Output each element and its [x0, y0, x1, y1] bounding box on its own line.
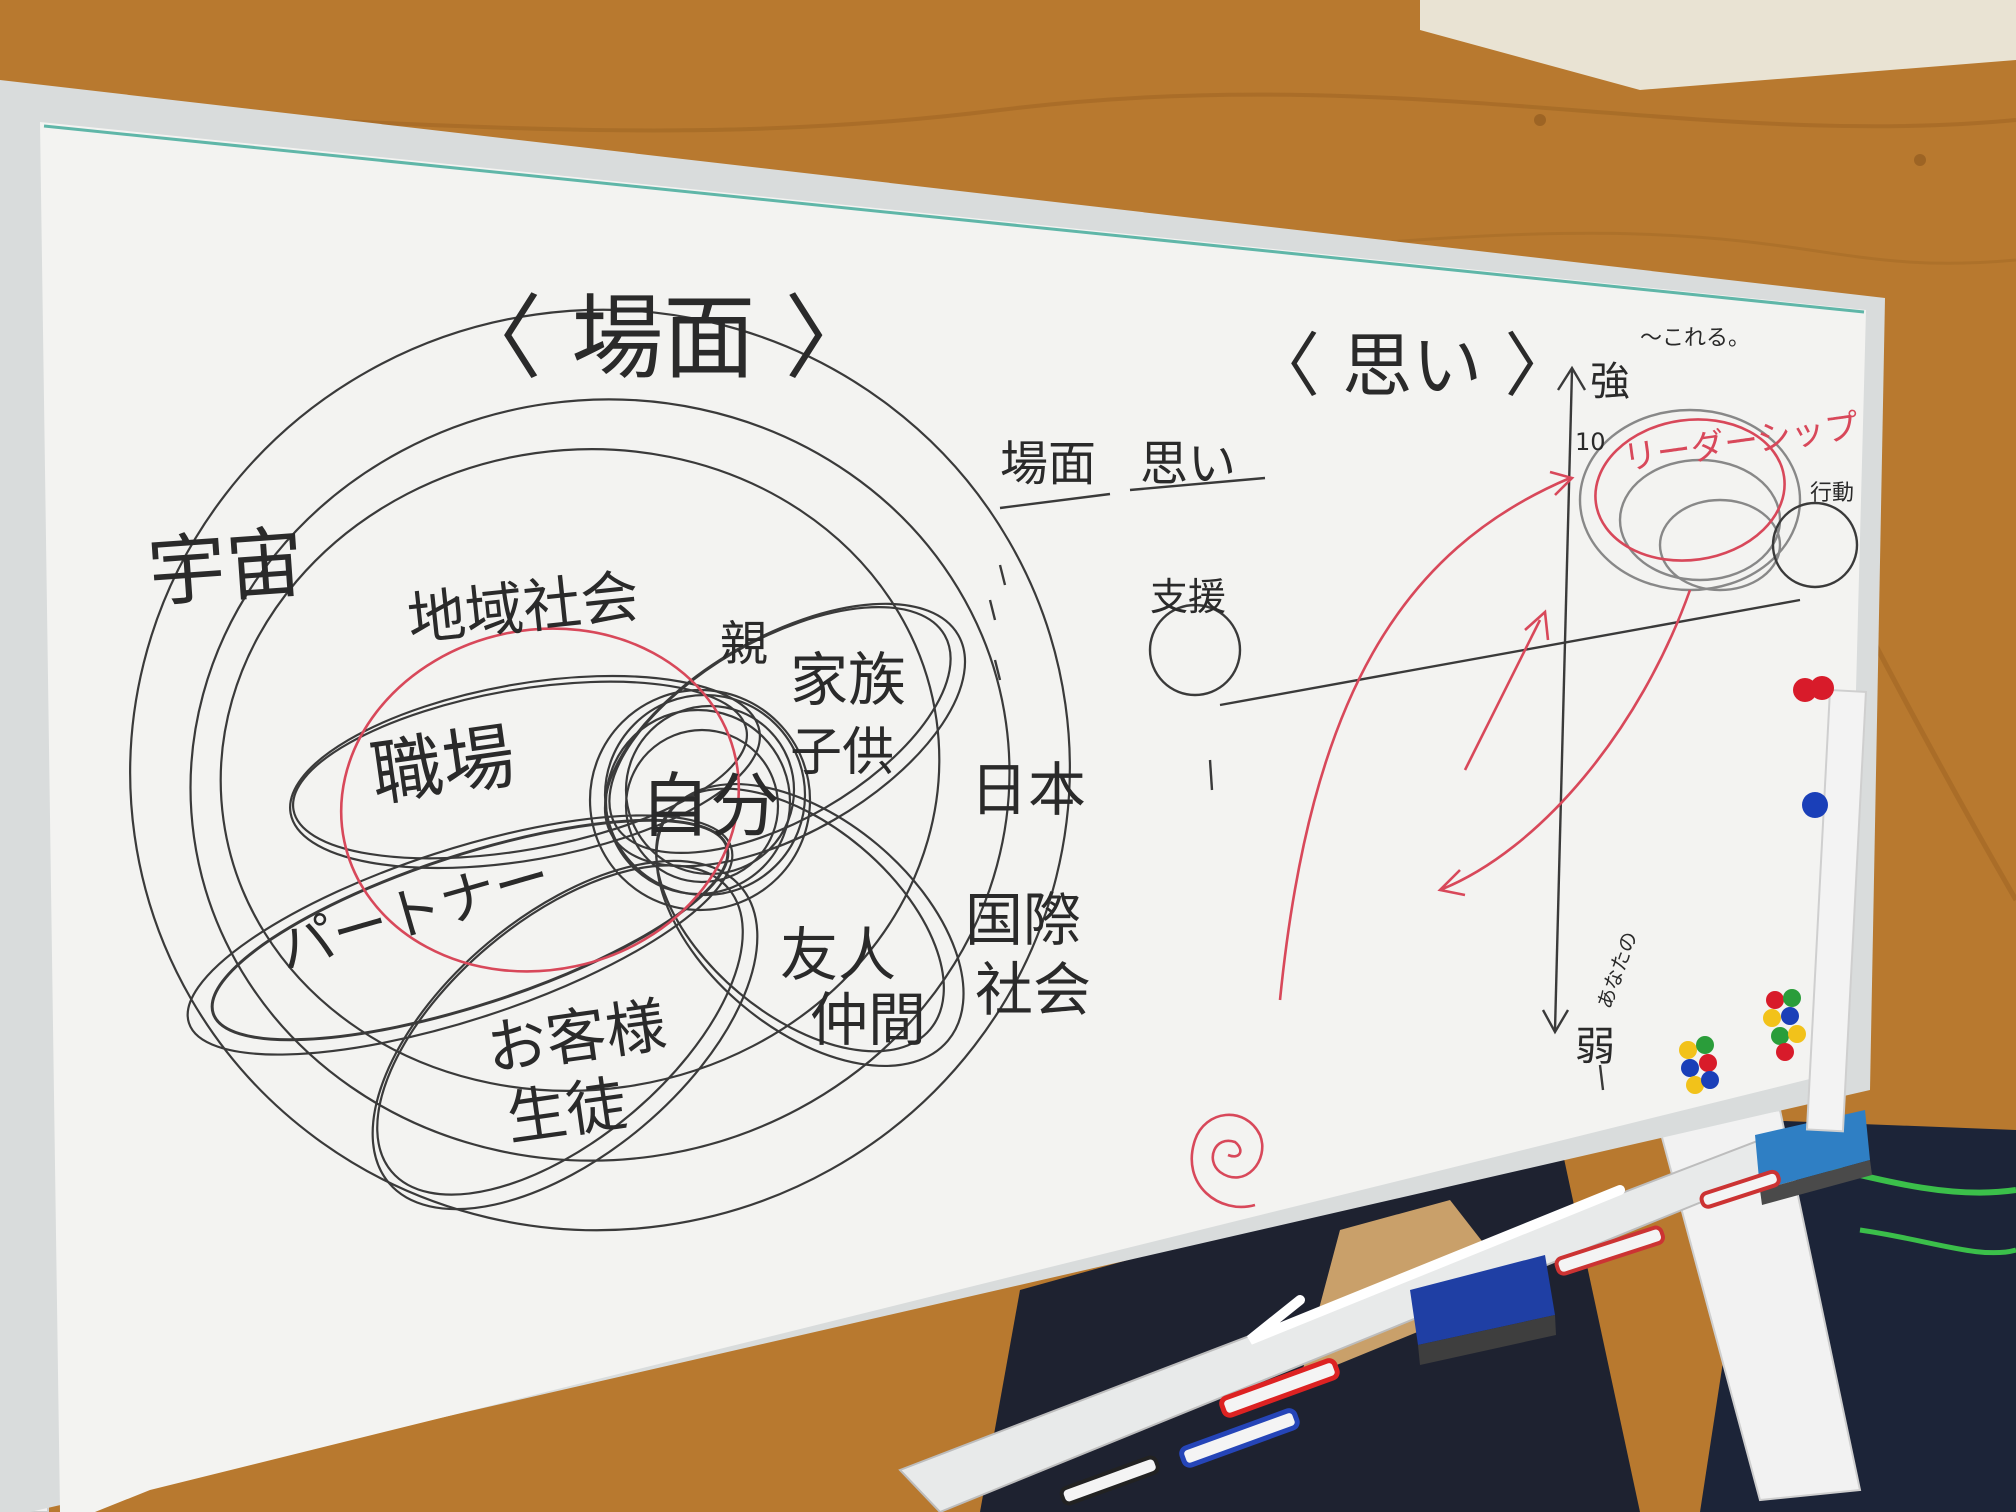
- header-feeling: 思い: [1140, 436, 1236, 492]
- header-scene: 場面: [1000, 436, 1096, 492]
- label-children: 子供: [790, 723, 894, 783]
- markers[interactable]: [1059, 1169, 1781, 1506]
- left-diagram: [129, 308, 1071, 1232]
- outer-circle-2: [189, 398, 1011, 1162]
- label-self: 自分: [640, 765, 780, 847]
- board-top-edge: [43, 124, 1865, 314]
- tick-10: 10: [1575, 428, 1606, 456]
- label-family-1: 親: [720, 616, 768, 672]
- easel-pole-right: [1805, 688, 1868, 1133]
- board-surface: [40, 122, 1866, 1512]
- label-international-1: 国際: [965, 886, 1081, 954]
- outer-circle-3: [219, 448, 941, 1092]
- right-title: 〈 思い 〉: [1250, 325, 1575, 407]
- magnet-blue: [1802, 792, 1828, 818]
- label-space: 宇宙: [145, 518, 307, 619]
- node-support: 支援: [1150, 575, 1226, 619]
- ceiling-panel: [1420, 0, 2016, 90]
- axis-top: 強: [1590, 359, 1630, 405]
- label-international-2: 社会: [975, 956, 1091, 1024]
- label-friends-2: 仲間: [810, 986, 926, 1054]
- left-title: 〈 場面 〉: [450, 285, 877, 392]
- label-family-2: 家族: [790, 646, 906, 714]
- label-customers-2: 生徒: [502, 1069, 631, 1155]
- node-action: 行動: [1810, 481, 1854, 506]
- magnet-cluster-1: [1679, 1036, 1719, 1094]
- magnets[interactable]: [1679, 676, 1834, 1094]
- outer-circle-1: [129, 308, 1071, 1232]
- right-diagram-red: [1190, 418, 1786, 1209]
- eraser-blue-center[interactable]: [1410, 1255, 1556, 1365]
- label-friends-1: 友人: [780, 921, 896, 989]
- label-workplace: 職場: [366, 714, 520, 817]
- axis-top-note: 〜これる。: [1640, 326, 1750, 351]
- label-japan: 日本: [970, 756, 1086, 824]
- axis-bottom: 弱: [1575, 1024, 1615, 1070]
- magnet-cluster-2: [1763, 989, 1806, 1061]
